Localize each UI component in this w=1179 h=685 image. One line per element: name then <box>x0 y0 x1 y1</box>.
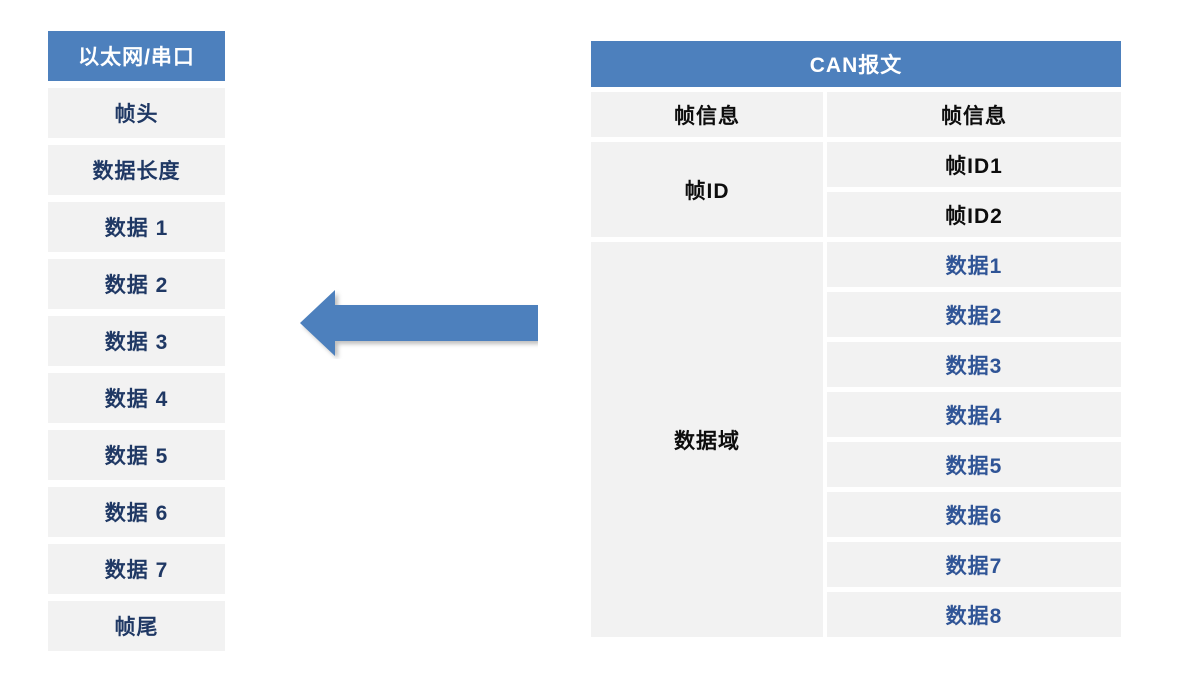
cell-frame-id2: 帧ID2 <box>827 192 1121 237</box>
cell-frame-id-label: 帧ID <box>591 142 823 237</box>
left-arrow-icon <box>300 289 538 359</box>
cell-frame-info-label: 帧信息 <box>591 92 823 137</box>
cell-data-4: 数据4 <box>827 392 1121 437</box>
cell-data-2: 数据2 <box>827 292 1121 337</box>
ethernet-serial-table: 以太网/串口 帧头 数据长度 数据 1 数据 2 数据 3 数据 4 数据 5 … <box>48 31 225 651</box>
can-message-table-header: CAN报文 <box>591 41 1121 87</box>
table-row-data-3: 数据 3 <box>48 316 225 366</box>
can-message-table: CAN报文 帧信息 帧ID 数据域 帧信息 帧ID1 帧ID2 数据1 数据2 … <box>591 41 1121 637</box>
cell-frame-info: 帧信息 <box>827 92 1121 137</box>
table-row-data-5: 数据 5 <box>48 430 225 480</box>
cell-data-field-label: 数据域 <box>591 242 823 637</box>
cell-data-1: 数据1 <box>827 242 1121 287</box>
ethernet-serial-table-header: 以太网/串口 <box>48 31 225 81</box>
table-row-data-length: 数据长度 <box>48 145 225 195</box>
table-row-data-7: 数据 7 <box>48 544 225 594</box>
cell-data-7: 数据7 <box>827 542 1121 587</box>
table-row-frame-tail: 帧尾 <box>48 601 225 651</box>
table-row-frame-head: 帧头 <box>48 88 225 138</box>
cell-data-8: 数据8 <box>827 592 1121 637</box>
table-row-data-4: 数据 4 <box>48 373 225 423</box>
table-row-data-6: 数据 6 <box>48 487 225 537</box>
table-row-data-2: 数据 2 <box>48 259 225 309</box>
cell-frame-id1: 帧ID1 <box>827 142 1121 187</box>
cell-data-3: 数据3 <box>827 342 1121 387</box>
cell-data-5: 数据5 <box>827 442 1121 487</box>
table-row-data-1: 数据 1 <box>48 202 225 252</box>
cell-data-6: 数据6 <box>827 492 1121 537</box>
